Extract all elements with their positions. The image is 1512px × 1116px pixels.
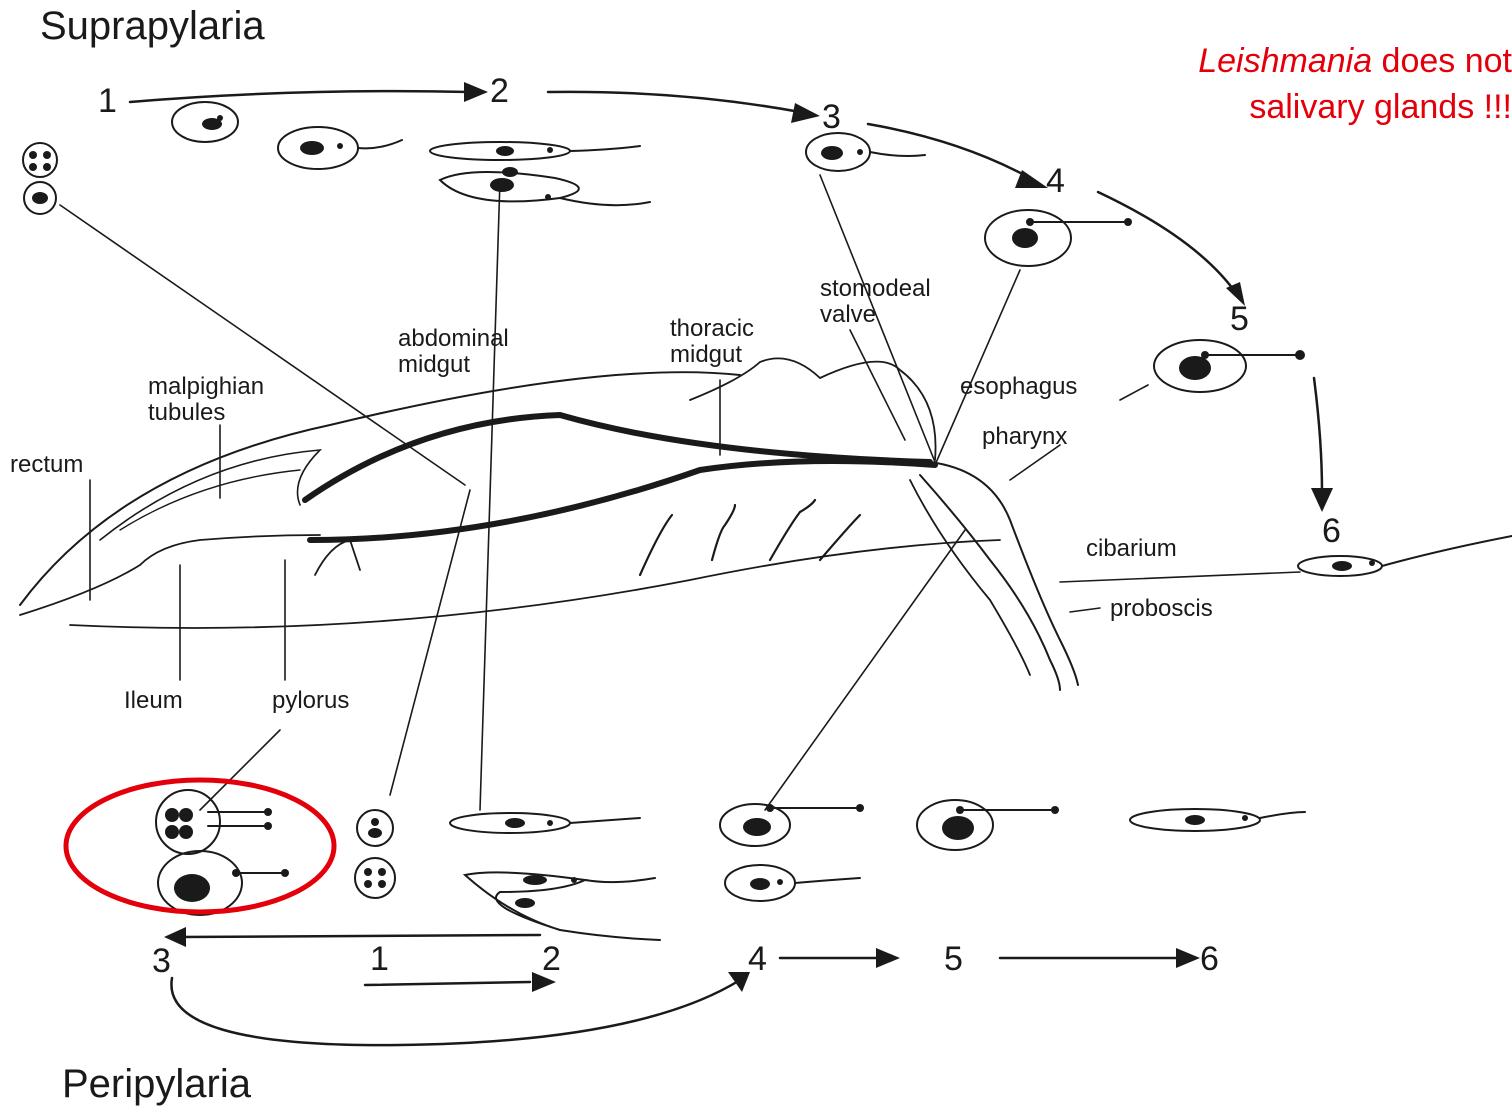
bottom-stage-2: 2 <box>542 940 561 979</box>
label-stomodeal: stomodeal <box>820 276 931 302</box>
red-note-line-1: Leishmania does not <box>992 38 1512 84</box>
bottom-stage-4: 4 <box>748 940 767 979</box>
label-malpighian: malpighian <box>148 374 264 400</box>
bottom-stage-3: 3 <box>152 942 171 981</box>
label-valve: valve <box>820 302 931 328</box>
top-stage-3: 3 <box>822 98 841 137</box>
note-genus: Leishmania <box>1198 42 1372 80</box>
label-stomodeal-valve: stomodeal valve <box>820 276 931 328</box>
label-thoracic-midgut-2: midgut <box>670 342 754 368</box>
label-thoracic: thoracic <box>670 316 754 342</box>
peripylaria-title: Peripylaria <box>62 1062 251 1107</box>
label-proboscis: proboscis <box>1110 596 1213 622</box>
bottom-stage-6: 6 <box>1200 940 1219 979</box>
top-stage-6: 6 <box>1322 512 1341 551</box>
suprapylaria-title: Suprapylaria <box>40 4 265 49</box>
bottom-stage-1: 1 <box>370 940 389 979</box>
bottom-stage-arrows <box>171 935 1180 1045</box>
top-stage-4: 4 <box>1046 162 1065 201</box>
bottom-stage-5: 5 <box>944 940 963 979</box>
top-stage-2: 2 <box>490 72 509 111</box>
label-thoracic-midgut: thoracic midgut <box>670 316 754 368</box>
label-abdominal: abdominal <box>398 326 509 352</box>
label-pylorus: pylorus <box>272 688 349 714</box>
label-esophagus: esophagus <box>960 374 1077 400</box>
label-tubules: tubules <box>148 400 264 426</box>
red-note-line-2: salivary glands !!! <box>992 84 1512 130</box>
leader-lines <box>60 175 1300 810</box>
top-stage-5: 5 <box>1230 300 1249 339</box>
label-malpighian-tubules: malpighian tubules <box>148 374 264 426</box>
red-note: Leishmania does not salivary glands !!! <box>992 38 1512 130</box>
label-cibarium: cibarium <box>1086 536 1177 562</box>
label-abdominal-midgut-2: midgut <box>398 352 509 378</box>
label-abdominal-midgut: abdominal midgut <box>398 326 509 378</box>
top-stage-1: 1 <box>98 82 117 121</box>
label-ileum: Ileum <box>124 688 183 714</box>
label-pharynx: pharynx <box>982 424 1067 450</box>
label-rectum: rectum <box>10 452 83 478</box>
note-line1-rest: does not <box>1372 42 1512 80</box>
top-parasites <box>23 102 1512 576</box>
